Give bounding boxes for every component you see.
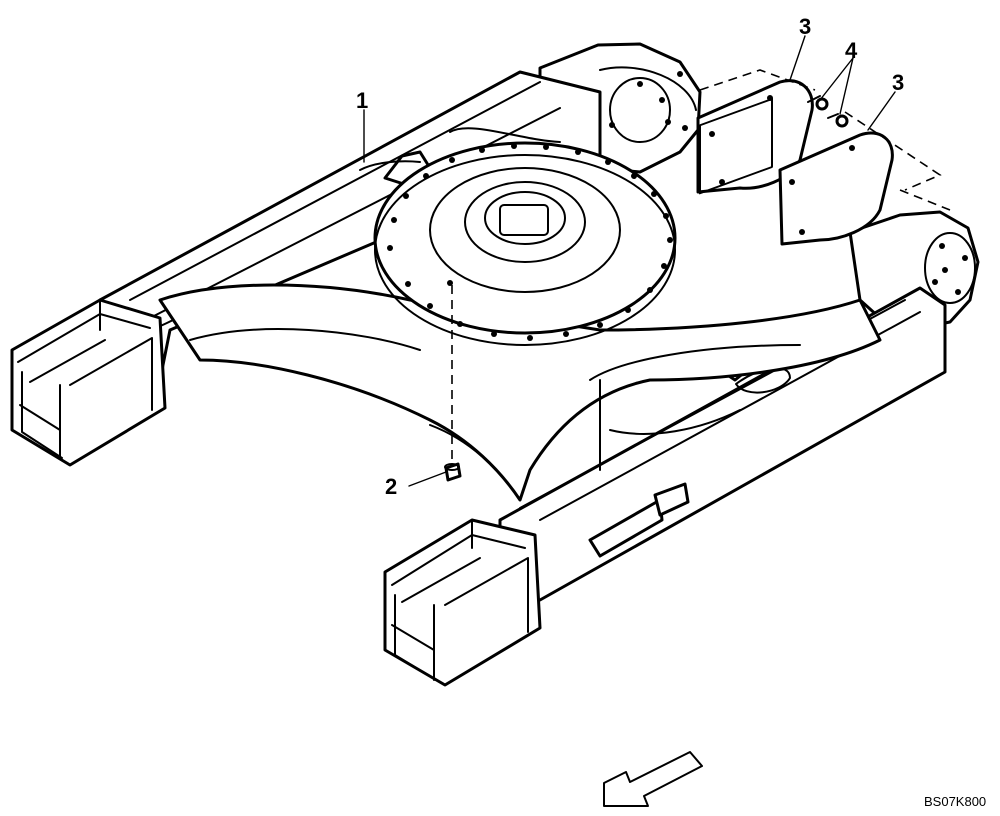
front-frame-end-right xyxy=(383,518,542,687)
swing-bearing xyxy=(373,141,677,346)
callout-4: 4 xyxy=(845,38,858,63)
callout-3a: 3 xyxy=(799,14,811,39)
assembly-lines xyxy=(451,69,951,462)
front-frame-end-left xyxy=(10,298,167,467)
callout-2: 2 xyxy=(385,474,397,499)
cover-plate-lower xyxy=(778,131,894,246)
leader-lines xyxy=(363,35,896,487)
callout-1: 1 xyxy=(356,88,368,113)
plug xyxy=(444,462,462,482)
drawing-code: BS07K800 xyxy=(924,794,986,809)
bolt-holes xyxy=(387,143,673,341)
callout-3b: 3 xyxy=(892,70,904,95)
bolts xyxy=(807,95,849,128)
direction-arrow-icon xyxy=(603,751,703,807)
rear-frame-end-lower xyxy=(848,210,980,332)
